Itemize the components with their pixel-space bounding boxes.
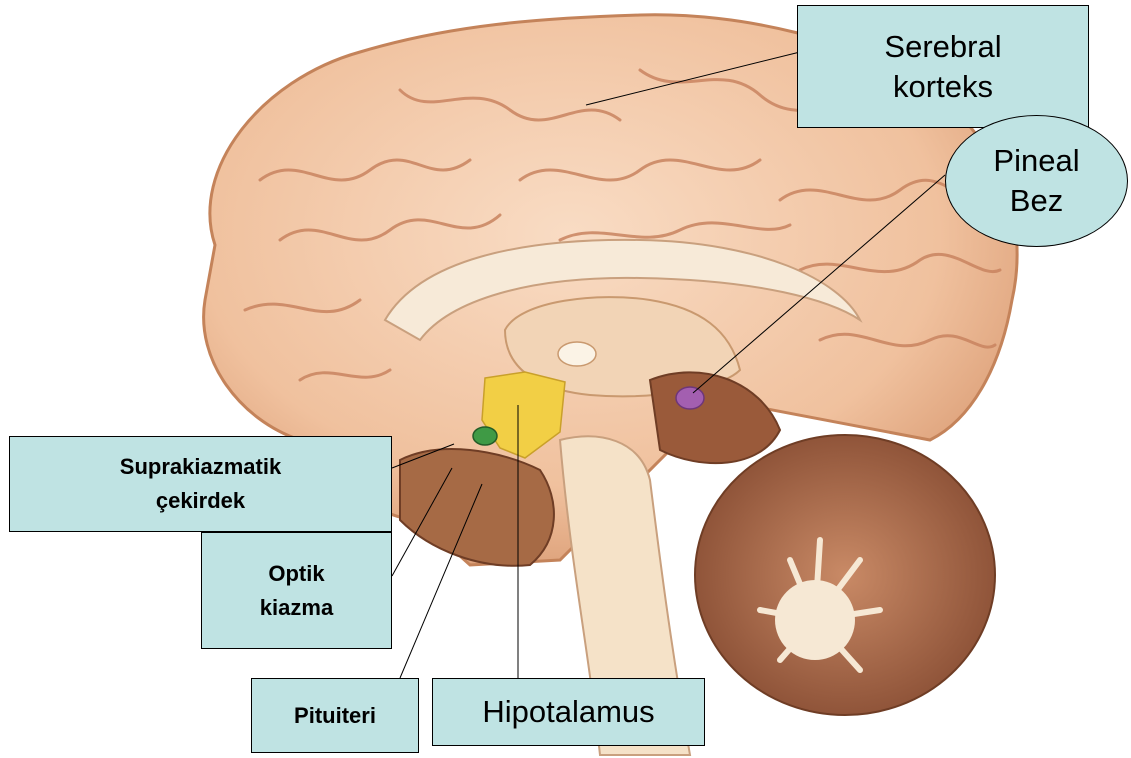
label-pineal-bez-line2: Bez bbox=[993, 181, 1079, 221]
label-serebral-korteks: Serebral korteks bbox=[797, 5, 1089, 128]
cerebellum-white-matter bbox=[775, 580, 855, 660]
label-serebral-korteks-line1: Serebral bbox=[884, 27, 1001, 67]
pineal-gland bbox=[676, 387, 704, 409]
label-optik-kiazma-line2: kiazma bbox=[260, 591, 333, 625]
label-serebral-korteks-line2: korteks bbox=[884, 67, 1001, 107]
label-optik-kiazma-line1: Optik bbox=[260, 557, 333, 591]
label-hipotalamus-text: Hipotalamus bbox=[482, 692, 654, 732]
temporal-lobe bbox=[400, 449, 554, 566]
interthalamic-adhesion bbox=[558, 342, 596, 366]
label-suprakiazmatik-cekirdek: Suprakiazmatik çekirdek bbox=[9, 436, 392, 532]
label-suprakiazmatik-line2: çekirdek bbox=[120, 484, 281, 518]
label-suprakiazmatik-line1: Suprakiazmatik bbox=[120, 450, 281, 484]
suprachiasmatic-nucleus bbox=[473, 427, 497, 445]
label-pituiteri-text: Pituiteri bbox=[294, 699, 376, 733]
label-hipotalamus: Hipotalamus bbox=[432, 678, 705, 746]
label-optik-kiazma: Optik kiazma bbox=[201, 532, 392, 649]
label-pineal-bez: Pineal Bez bbox=[945, 115, 1128, 247]
label-pineal-bez-line1: Pineal bbox=[993, 141, 1079, 181]
label-pituiteri: Pituiteri bbox=[251, 678, 419, 753]
